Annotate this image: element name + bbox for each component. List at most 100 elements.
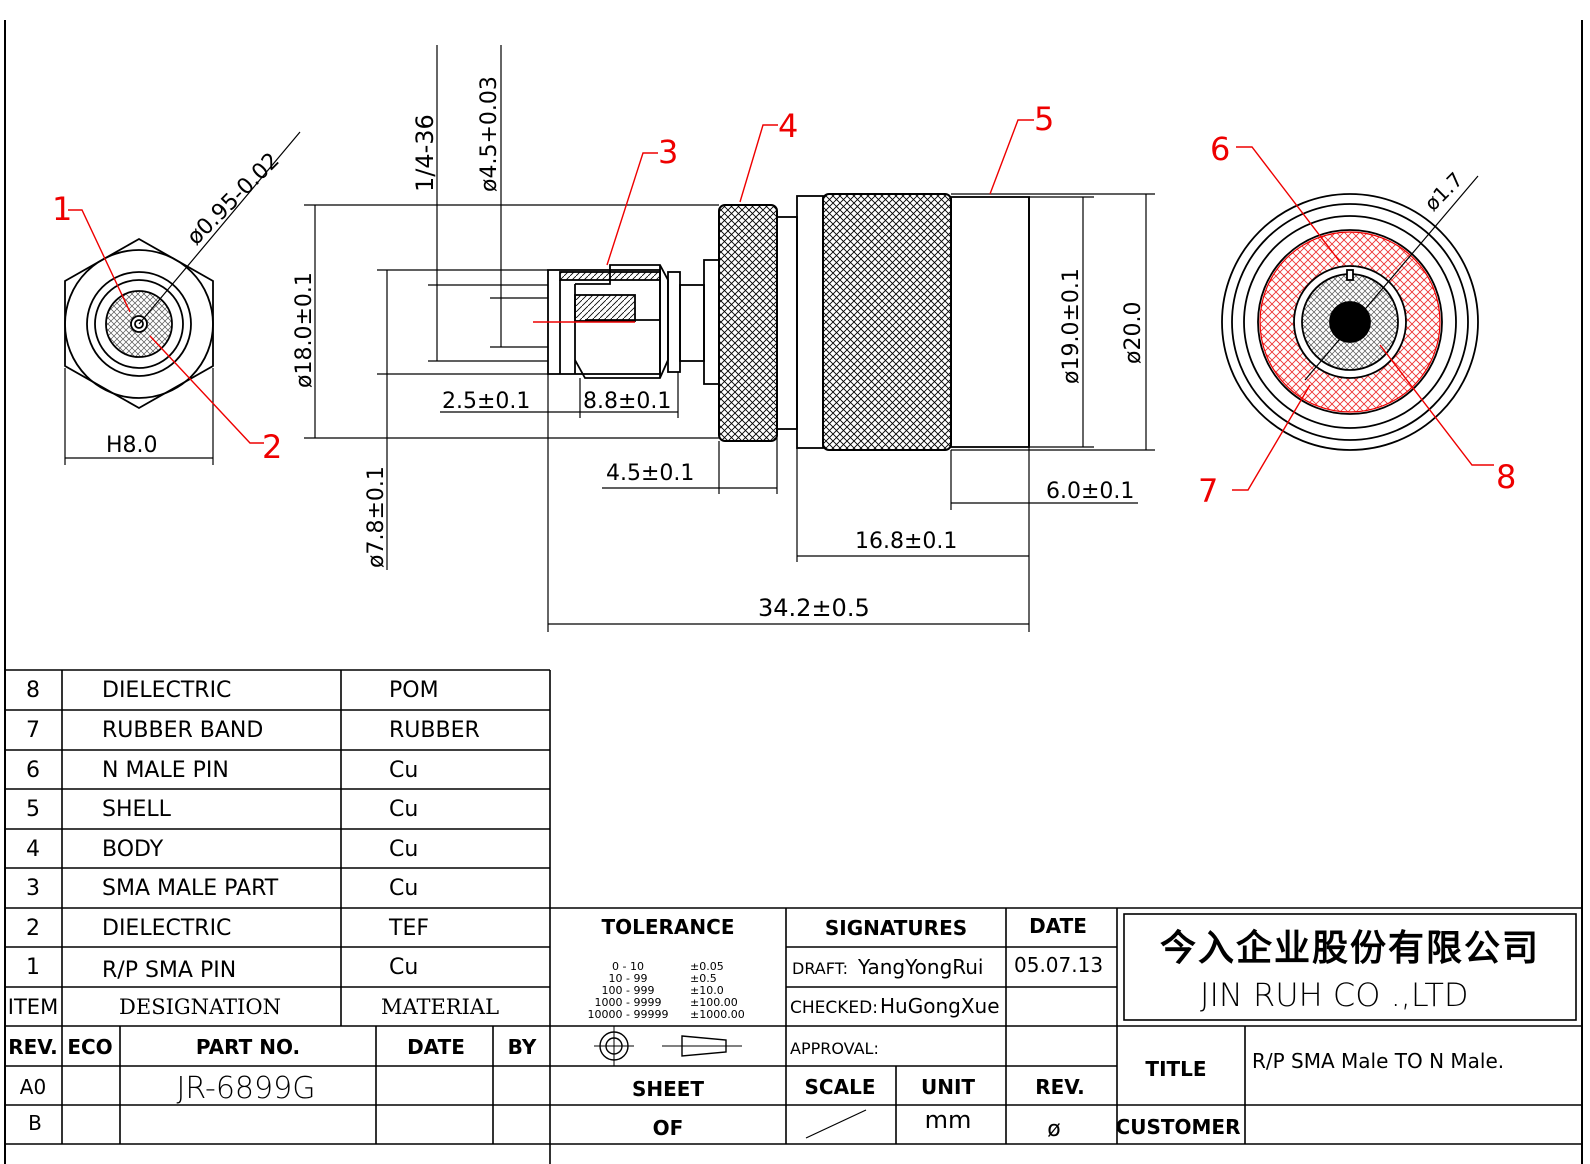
bom-material: RUBBER (389, 718, 480, 743)
bom-designation: SMA MALE PART (102, 876, 279, 901)
bom-item: 7 (26, 718, 40, 743)
dim-h8: H8.0 (106, 433, 158, 458)
bom-material: TEF (388, 916, 429, 941)
callout-leaders-6-8 (1232, 146, 1494, 491)
bom-material: Cu (389, 837, 418, 862)
bom-material: Cu (389, 955, 418, 980)
eco-label: ECO (67, 1035, 112, 1059)
customer-label: CUSTOMER (1116, 1115, 1241, 1139)
bom-header-material: MATERIAL (381, 995, 499, 1019)
dim-d095: ø0.95-0.02 (183, 148, 285, 250)
date2-label: DATE (407, 1035, 465, 1059)
dim-l168: 16.8±0.1 (855, 529, 957, 554)
bom-grid (5, 669, 1582, 1164)
by-label: BY (508, 1035, 537, 1059)
dim-l45: 4.5±0.1 (606, 461, 694, 486)
dim-l25: 2.5±0.1 (442, 389, 530, 414)
rev-a0: A0 (20, 1075, 46, 1099)
bom-rows: 8 DIELECTRIC POM 7 RUBBER BAND RUBBER 6 … (8, 678, 499, 1019)
titleblock-grid (5, 907, 1582, 1145)
bom-material: Cu (389, 758, 418, 783)
draft-date: 05.07.13 (1014, 953, 1103, 977)
tolerance-value: ±100.00 (690, 996, 738, 1009)
tolerance-range: 100 - 999 (602, 984, 655, 997)
bom-designation: N MALE PIN (102, 758, 229, 783)
bom-item: 5 (26, 797, 40, 822)
bom-designation: SHELL (102, 797, 172, 822)
tolerance-range: 1000 - 9999 (595, 996, 662, 1009)
bom-material: Cu (389, 797, 418, 822)
callout-1: 1 (52, 190, 72, 228)
scale-label: SCALE (805, 1075, 876, 1099)
n-end-view (1221, 175, 1479, 451)
bom-header-item: ITEM (8, 995, 58, 1019)
dim-d19: ø19.0±0.1 (1059, 268, 1084, 384)
sheet-label: SHEET (632, 1077, 704, 1101)
tolerance-value: ±10.0 (690, 984, 724, 997)
part-no-label: PART NO. (196, 1035, 300, 1059)
tolerance-range: 0 - 10 (612, 960, 644, 973)
dim-d18: ø18.0±0.1 (292, 272, 317, 388)
callout-6: 6 (1210, 130, 1230, 168)
bom-header-designation: DESIGNATION (119, 995, 281, 1019)
dim-thread: 1/4-36 (411, 114, 439, 192)
rev-value: ø (1047, 1117, 1060, 1142)
checked-name: HuGongXue (880, 994, 1000, 1018)
callout-2: 2 (262, 428, 282, 466)
bom-material: Cu (389, 876, 418, 901)
unit-value: mm (925, 1106, 972, 1134)
checked-label: CHECKED: (790, 998, 878, 1018)
tolerance-range: 10000 - 99999 (588, 1008, 669, 1021)
dim-l60: 6.0±0.1 (1046, 479, 1134, 504)
hex-end-view (64, 131, 301, 465)
bom-designation: DIELECTRIC (102, 678, 231, 703)
rev-b: B (28, 1111, 42, 1135)
callout-3: 3 (658, 133, 678, 171)
unit-label: UNIT (921, 1075, 975, 1099)
tolerance-value: ±0.05 (690, 960, 724, 973)
dim-d17: ø1.7 (1420, 167, 1468, 215)
bom-item: 1 (26, 955, 40, 980)
signatures-label: SIGNATURES (825, 916, 967, 940)
draft-label: DRAFT: (792, 959, 848, 978)
bom-designation: BODY (102, 837, 164, 862)
tolerance-range: 10 - 99 (609, 972, 648, 985)
dim-d78: ø7.8±0.1 (364, 466, 389, 568)
dim-d20: ø20.0 (1121, 302, 1146, 364)
side-dim-lines (304, 45, 1155, 632)
title-label: TITLE (1145, 1057, 1206, 1081)
title-value: R/P SMA Male TO N Male. (1252, 1049, 1504, 1073)
callout-7: 7 (1198, 472, 1218, 510)
tolerance-label: TOLERANCE (601, 915, 734, 939)
of-label: OF (653, 1116, 684, 1140)
bom-item: 6 (26, 758, 40, 783)
tolerance-table: 0 - 10 ±0.05 10 - 99 ±0.5 100 - 999 ±10.… (588, 960, 745, 1021)
bom-designation: R/P SMA PIN (102, 958, 236, 983)
dim-l342: 34.2±0.5 (758, 594, 870, 622)
dim-l88: 8.8±0.1 (583, 389, 671, 414)
bom-material: POM (389, 678, 439, 703)
rev-label: REV. (8, 1035, 58, 1059)
bom-item: 2 (26, 916, 40, 941)
bom-item: 4 (26, 837, 40, 862)
callout-8: 8 (1496, 458, 1516, 496)
callout-leaders-1-2 (68, 209, 264, 444)
callout-5: 5 (1034, 100, 1054, 138)
bom-item: 3 (26, 876, 40, 901)
part-number: JR-6899G (177, 1071, 316, 1106)
company-name-cn: 今入企业股份有限公司 (1160, 927, 1540, 969)
tolerance-value: ±1000.00 (690, 1008, 745, 1021)
date-label: DATE (1029, 914, 1087, 938)
bom-designation: DIELECTRIC (102, 916, 231, 941)
bom-item: 8 (26, 678, 40, 703)
draft-name: YangYongRui (857, 955, 984, 979)
callout-leaders-3-5 (533, 119, 1034, 323)
dim-d45: ø4.5+0.03 (477, 76, 502, 192)
rev2-label: REV. (1035, 1075, 1085, 1099)
company-name-en: JIN RUH CO .,LTD (1200, 976, 1469, 1014)
callout-4: 4 (778, 107, 798, 145)
tolerance-value: ±0.5 (690, 972, 717, 985)
bom-designation: RUBBER BAND (102, 718, 263, 743)
approval-label: APPROVAL: (790, 1039, 879, 1058)
